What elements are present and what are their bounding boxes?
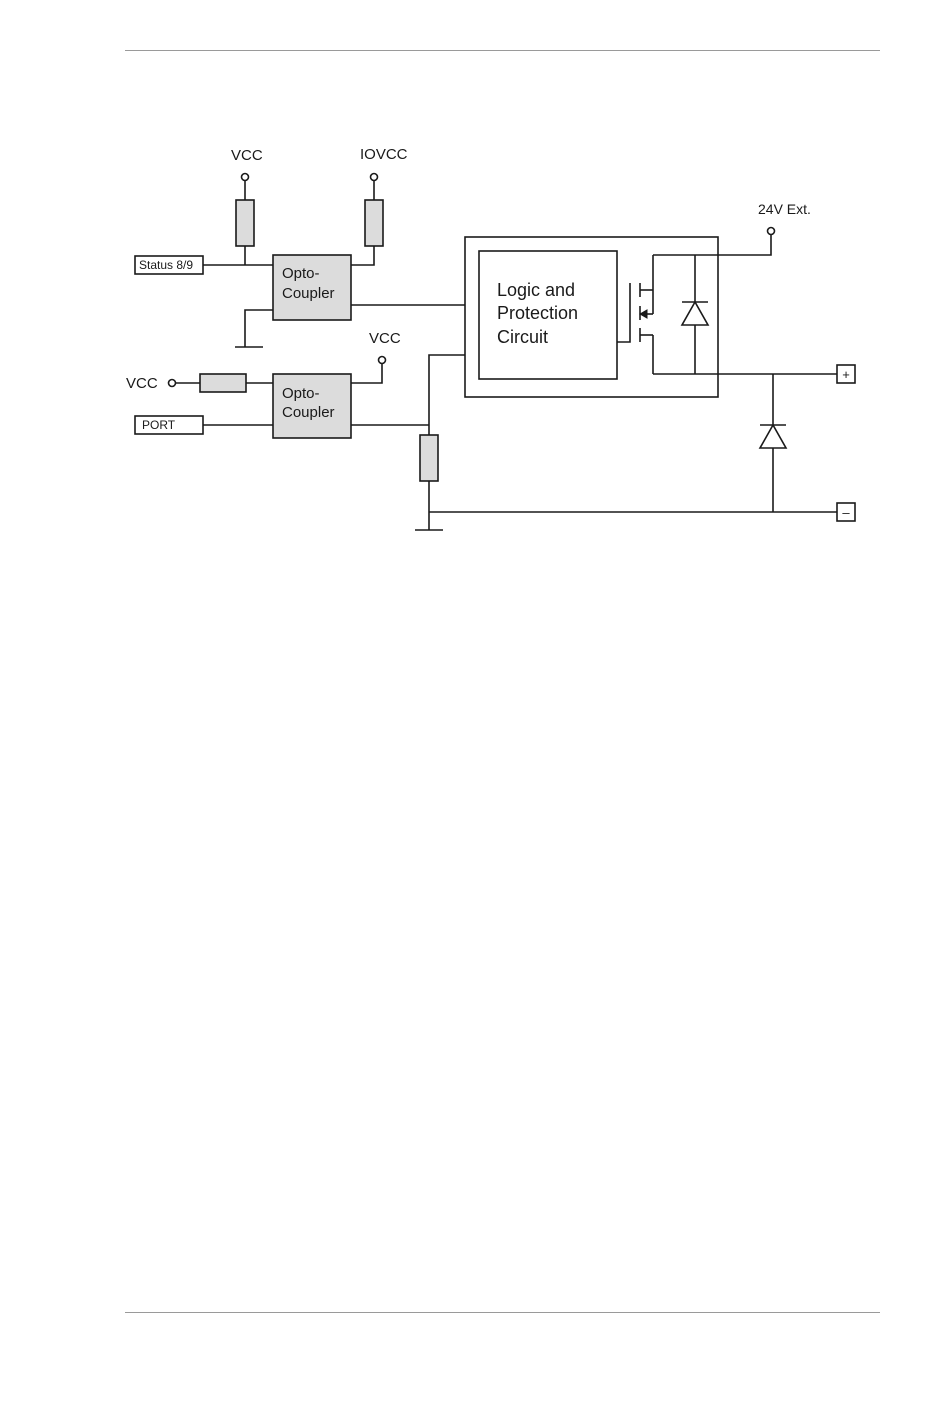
opto-coupler-2-label-line1: Opto- [282,385,320,402]
vcc-mid-label: VCC [369,330,401,347]
resistor-r2 [365,200,383,246]
circuit-diagram: VCC IOVCC Status 8/9 Opto- Coupler Logic… [0,0,950,600]
port-label: PORT [142,418,176,432]
bottom-rule [125,1312,880,1313]
plus-terminal-label: + [842,367,850,382]
opto-coupler-1-label-line1: Opto- [282,265,320,282]
ext-24v-label: 24V Ext. [758,201,811,217]
vcc-left-pin [169,380,176,387]
ext-24v-pin [768,228,775,235]
resistor-r3 [200,374,246,392]
resistor-r1 [236,200,254,246]
vcc-mid-wire [351,364,382,384]
vcc-mid-pin [379,357,386,364]
status-label: Status 8/9 [139,258,193,272]
logic-label-line1: Logic and [497,280,575,300]
r2-to-opto1-wire [351,246,374,265]
opto-coupler-2-label-line2: Coupler [282,404,335,421]
resistor-r4 [420,435,438,481]
vcc-top-pin [242,174,249,181]
vcc-top-label: VCC [231,147,263,164]
minus-terminal-label: – [842,505,850,520]
logic-label-line2: Protection [497,303,578,323]
logic-label-line3: Circuit [497,327,548,347]
vcc-left-label: VCC [126,375,158,392]
external-diode [760,425,786,448]
logic-input-wire [429,355,465,435]
iovcc-label: IOVCC [360,146,408,163]
iovcc-pin [371,174,378,181]
opto1-ground-wire [245,310,273,347]
opto-coupler-1-label-line2: Coupler [282,285,335,302]
